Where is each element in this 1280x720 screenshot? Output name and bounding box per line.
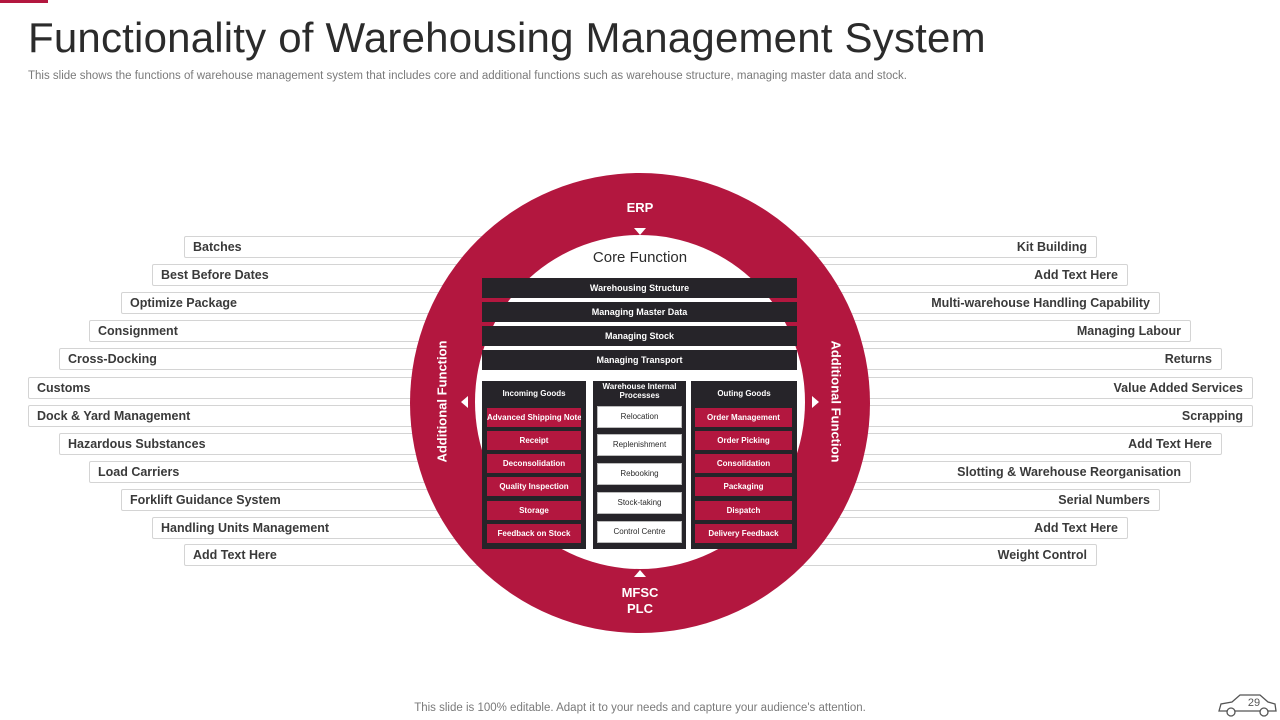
left-item: Cross-Docking	[59, 348, 419, 370]
core-bar: Warehousing Structure	[482, 278, 797, 298]
column-cell: Delivery Feedback	[695, 524, 792, 543]
column-cell: Storage	[487, 501, 581, 520]
right-item: Weight Control	[767, 544, 1097, 566]
page-title: Functionality of Warehousing Management …	[28, 14, 986, 61]
ring-label-additional-left: Additional Function	[434, 340, 450, 463]
left-item: Optimize Package	[121, 292, 451, 314]
ring-notch-bottom	[634, 570, 646, 577]
page-subtitle: This slide shows the functions of wareho…	[28, 70, 907, 82]
column-cell: Relocation	[597, 406, 682, 428]
left-item: Load Carriers	[89, 461, 429, 483]
outing-goods-column: Outing Goods Order Management Order Pick…	[691, 381, 797, 549]
right-item: Add Text Here	[798, 517, 1128, 539]
column-cell: Deconsolidation	[487, 454, 581, 473]
right-item: Multi-warehouse Handling Capability	[829, 292, 1160, 314]
right-item: Serial Numbers	[829, 489, 1160, 511]
column-cell: Consolidation	[695, 454, 792, 473]
column-cell: Stock-taking	[597, 492, 682, 514]
column-cell: Dispatch	[695, 501, 792, 520]
core-bar: Managing Stock	[482, 326, 797, 346]
ring-label-mfsc-plc: MFSC PLC	[600, 585, 680, 617]
ring-label-plc: PLC	[627, 601, 653, 616]
right-item: Scrapping	[863, 405, 1253, 427]
page-number: 29	[1247, 697, 1261, 709]
incoming-goods-column: Incoming Goods Advanced Shipping Note Re…	[482, 381, 586, 549]
ring-notch-right	[812, 396, 819, 408]
right-item: Managing Labour	[851, 320, 1191, 342]
core-bar: Managing Transport	[482, 350, 797, 370]
left-item: Handling Units Management	[152, 517, 482, 539]
left-item: Customs	[28, 377, 418, 399]
left-item: Hazardous Substances	[59, 433, 419, 455]
column-heading: Incoming Goods	[502, 389, 566, 398]
accent-bar	[0, 0, 48, 3]
column-cell: Order Picking	[695, 431, 792, 450]
right-item: Add Text Here	[798, 264, 1128, 286]
column-cell: Replenishment	[597, 434, 682, 456]
right-item: Kit Building	[767, 236, 1097, 258]
column-heading: Warehouse Internal Processes	[602, 382, 677, 400]
arrow-right-icon	[589, 389, 595, 399]
right-item: Value Added Services	[863, 377, 1253, 399]
left-item: Dock & Yard Management	[28, 405, 418, 427]
car-icon	[1218, 694, 1277, 717]
left-item: Best Before Dates	[152, 264, 482, 286]
core-function-title: Core Function	[592, 249, 688, 266]
column-cell: Order Management	[695, 408, 792, 427]
column-cell: Quality Inspection	[487, 477, 581, 496]
right-item: Slotting & Warehouse Reorganisation	[851, 461, 1191, 483]
column-cell: Rebooking	[597, 463, 682, 485]
column-cell: Control Centre	[597, 521, 682, 543]
column-heading: Outing Goods	[717, 389, 771, 398]
left-item: Forklift Guidance System	[121, 489, 451, 511]
left-item: Consignment	[89, 320, 429, 342]
ring-notch-top	[634, 228, 646, 235]
ring-label-additional-right: Additional Function	[828, 340, 844, 463]
column-cell: Packaging	[695, 477, 792, 496]
ring-label-mfsc: MFSC	[621, 585, 659, 600]
right-item: Returns	[862, 348, 1222, 370]
footer-note: This slide is 100% editable. Adapt it to…	[414, 702, 866, 714]
ring-notch-left	[461, 396, 468, 408]
left-item: Batches	[184, 236, 514, 258]
left-item: Add Text Here	[184, 544, 514, 566]
ring-label-erp: ERP	[626, 200, 654, 215]
internal-processes-column: Warehouse Internal Processes Relocation …	[593, 381, 686, 549]
arrow-right-icon	[687, 389, 693, 399]
column-cell: Advanced Shipping Note	[487, 408, 581, 427]
core-bar: Managing Master Data	[482, 302, 797, 322]
right-item: Add Text Here	[862, 433, 1222, 455]
column-cell: Receipt	[487, 431, 581, 450]
column-cell: Feedback on Stock	[487, 524, 581, 543]
